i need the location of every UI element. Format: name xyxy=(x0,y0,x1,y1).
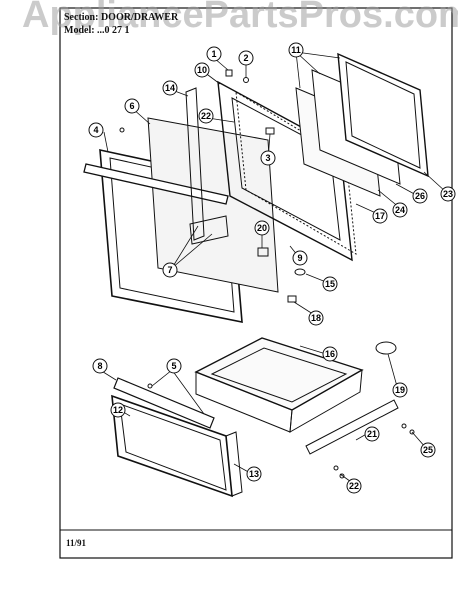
door-inner-liner xyxy=(217,80,353,262)
part-screw-small xyxy=(119,127,125,133)
svg-text:23: 23 xyxy=(443,189,453,199)
callout-7[interactable]: 7 xyxy=(162,262,178,278)
part-19-bracket xyxy=(375,341,397,355)
callout-13[interactable]: 13 xyxy=(246,466,262,482)
svg-text:26: 26 xyxy=(415,191,425,201)
callout-3[interactable]: 3 xyxy=(260,150,276,166)
part-1-screw xyxy=(225,69,233,77)
svg-text:3: 3 xyxy=(265,153,270,163)
door-side-strip xyxy=(185,87,205,241)
part-15-screw xyxy=(294,268,306,276)
callout-24[interactable]: 24 xyxy=(392,202,408,218)
svg-text:16: 16 xyxy=(325,349,335,359)
callout-21[interactable]: 21 xyxy=(364,426,380,442)
revision-date: 11/91 xyxy=(66,538,87,548)
drawer-assembly xyxy=(111,337,415,498)
callout-17[interactable]: 17 xyxy=(372,208,388,224)
callout-5[interactable]: 5 xyxy=(166,358,182,374)
callout-12[interactable]: 12 xyxy=(110,402,126,418)
svg-text:1: 1 xyxy=(211,49,216,59)
svg-text:20: 20 xyxy=(257,223,267,233)
callout-19[interactable]: 19 xyxy=(392,382,408,398)
callout-4[interactable]: 4 xyxy=(88,122,104,138)
callout-18[interactable]: 18 xyxy=(308,310,324,326)
model-value: ...0 27 1 xyxy=(97,25,130,36)
svg-text:6: 6 xyxy=(129,101,134,111)
svg-text:15: 15 xyxy=(325,279,335,289)
callout-14[interactable]: 14 xyxy=(162,80,178,96)
svg-text:5: 5 xyxy=(171,361,176,371)
door-assembly xyxy=(83,52,429,323)
callout-6[interactable]: 6 xyxy=(124,98,140,114)
svg-text:18: 18 xyxy=(311,313,321,323)
callout-9[interactable]: 9 xyxy=(292,250,308,266)
drawer-box-side xyxy=(289,369,363,433)
page-frame xyxy=(59,7,453,559)
svg-text:19: 19 xyxy=(395,385,405,395)
drawer-front-inner xyxy=(119,403,227,491)
drawer-box-inner xyxy=(210,347,348,403)
door-glass-panel xyxy=(147,117,279,293)
drawer-end-cap xyxy=(225,431,243,497)
svg-text:13: 13 xyxy=(249,469,259,479)
callout-10[interactable]: 10 xyxy=(194,62,210,78)
drawer-rail xyxy=(305,399,399,455)
drawer-screw-e xyxy=(339,473,345,479)
drawer-screw-c xyxy=(409,429,415,435)
svg-text:22: 22 xyxy=(201,111,211,121)
svg-text:17: 17 xyxy=(375,211,385,221)
callout-22[interactable]: 22 xyxy=(198,108,214,124)
callout-23[interactable]: 23 xyxy=(440,186,456,202)
svg-text:8: 8 xyxy=(97,361,102,371)
callout-8[interactable]: 8 xyxy=(92,358,108,374)
svg-text:11: 11 xyxy=(291,45,301,55)
door-liner-window xyxy=(231,97,341,241)
callout-15[interactable]: 15 xyxy=(322,276,338,292)
callout-26[interactable]: 26 xyxy=(412,188,428,204)
drawer-rod xyxy=(113,377,215,429)
part-20-clip xyxy=(257,247,269,257)
drawer-screw-b xyxy=(401,423,407,429)
svg-text:22: 22 xyxy=(349,481,359,491)
callout-2[interactable]: 2 xyxy=(238,50,254,66)
section-title: Section: DOOR/DRAWER xyxy=(64,12,178,23)
svg-text:24: 24 xyxy=(395,205,405,215)
svg-text:14: 14 xyxy=(165,83,175,93)
svg-text:10: 10 xyxy=(197,65,207,75)
watermark-text: AppliancePartsPros.com xyxy=(22,0,458,36)
section-label: Section: xyxy=(64,12,99,23)
callout-11[interactable]: 11 xyxy=(288,42,304,58)
door-back-panel-inner xyxy=(345,61,421,169)
svg-text:12: 12 xyxy=(113,405,123,415)
section-value: DOOR/DRAWER xyxy=(100,12,179,23)
svg-text:21: 21 xyxy=(367,429,377,439)
svg-text:4: 4 xyxy=(93,125,98,135)
model-label: Model: xyxy=(64,25,95,36)
drawer-screw-d xyxy=(333,465,339,471)
callout-22b[interactable]: 22 xyxy=(346,478,362,494)
svg-text:25: 25 xyxy=(423,445,433,455)
svg-text:7: 7 xyxy=(167,265,172,275)
model-title: Model: ...0 27 1 xyxy=(64,25,130,36)
callout-1[interactable]: 1 xyxy=(206,46,222,62)
callout-20[interactable]: 20 xyxy=(254,220,270,236)
part-18-clip xyxy=(287,295,297,303)
callout-16[interactable]: 16 xyxy=(322,346,338,362)
svg-text:9: 9 xyxy=(297,253,302,263)
callout-25[interactable]: 25 xyxy=(420,442,436,458)
svg-text:2: 2 xyxy=(243,53,248,63)
